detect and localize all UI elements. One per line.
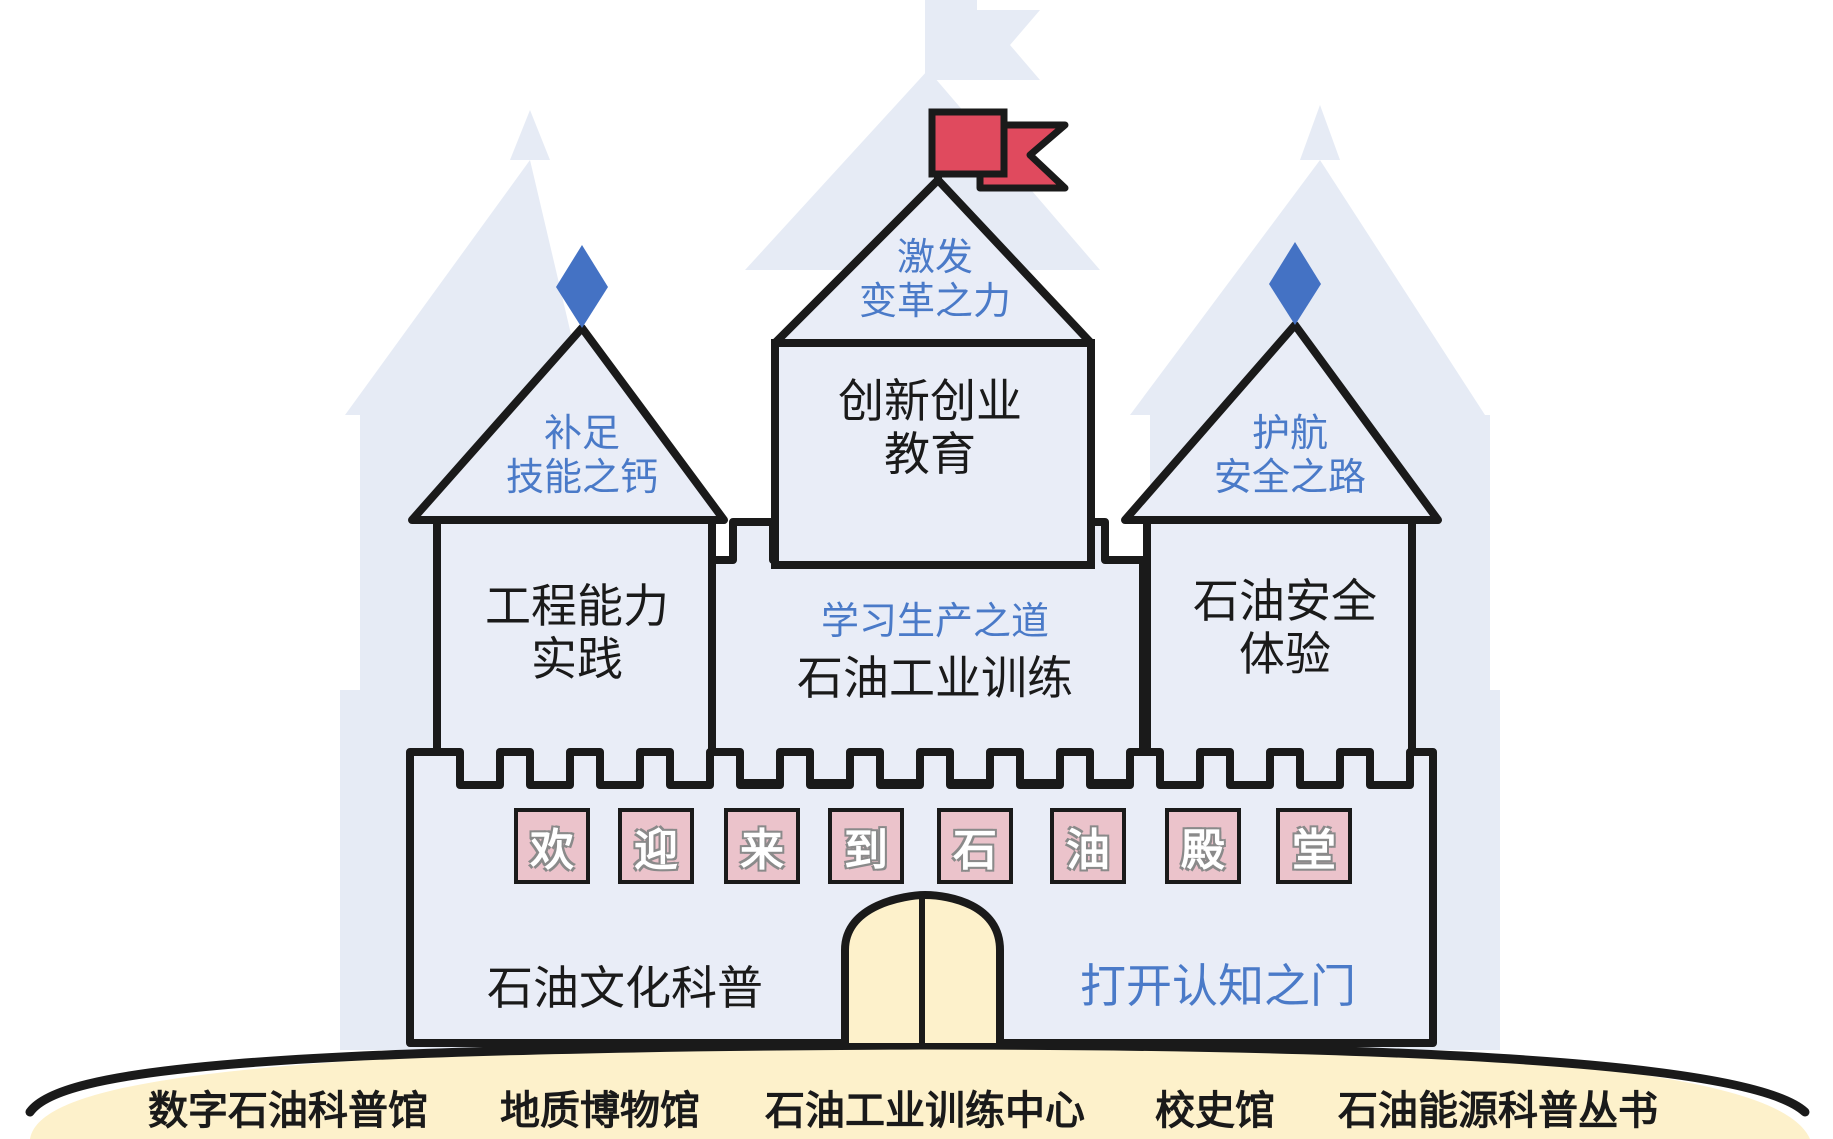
left-roof-line2: 技能之钙 bbox=[505, 454, 658, 499]
center-roof-line1: 激发 bbox=[896, 235, 973, 279]
welcome-tile: 到 bbox=[828, 808, 904, 884]
left-tower-line2: 实践 bbox=[531, 631, 623, 686]
center-roof-line2: 变革之力 bbox=[858, 278, 1011, 323]
right-roof-line2: 安全之路 bbox=[1213, 454, 1366, 499]
welcome-tile: 来 bbox=[724, 808, 800, 884]
foundation-item-history-museum: 校史馆 bbox=[1155, 1088, 1275, 1134]
welcome-tile: 石 bbox=[937, 808, 1013, 884]
right-tower-line2: 体验 bbox=[1239, 626, 1331, 681]
right-roof-label: 护航 安全之路 bbox=[1195, 411, 1385, 499]
middle-title: 石油工业训练 bbox=[797, 651, 1073, 705]
right-roof bbox=[1121, 321, 1442, 524]
welcome-tile: 殿 bbox=[1165, 808, 1241, 884]
foundation-item-training-center: 石油工业训练中心 bbox=[765, 1088, 1085, 1134]
welcome-tile: 油 bbox=[1050, 808, 1126, 884]
center-roof-label: 激发 变革之力 bbox=[840, 235, 1030, 323]
foundation-item-digital-museum: 数字石油科普馆 bbox=[148, 1088, 428, 1134]
top-tower-body bbox=[771, 339, 1095, 569]
top-box-line2: 教育 bbox=[884, 426, 976, 481]
left-roof bbox=[408, 324, 728, 524]
left-roof-line1: 补足 bbox=[543, 411, 620, 455]
top-box-line1: 创新创业 bbox=[838, 374, 1022, 428]
foundation-item-geology-museum: 地质博物馆 bbox=[500, 1088, 700, 1134]
left-tower-line1: 工程能力 bbox=[485, 579, 669, 633]
right-tower-label: 石油安全 体验 bbox=[1170, 575, 1400, 681]
welcome-tile: 迎 bbox=[618, 808, 694, 884]
flag-banner bbox=[928, 108, 1008, 178]
welcome-tile: 堂 bbox=[1276, 808, 1352, 884]
cognition-label: 打开认知之门 bbox=[1080, 959, 1356, 1013]
left-tower-label: 工程能力 实践 bbox=[462, 580, 692, 686]
ground-foundation bbox=[30, 1045, 1810, 1139]
welcome-tile: 欢 bbox=[514, 808, 590, 884]
right-diamond-icon bbox=[1269, 242, 1321, 325]
left-tower-body bbox=[433, 516, 716, 789]
foundation-item-book-series: 石油能源科普丛书 bbox=[1338, 1088, 1658, 1134]
left-diamond-icon bbox=[556, 245, 608, 328]
right-tower-line1: 石油安全 bbox=[1193, 574, 1377, 628]
top-box-label: 创新创业 教育 bbox=[800, 375, 1060, 481]
culture-label: 石油文化科普 bbox=[487, 961, 763, 1015]
left-roof-label: 补足 技能之钙 bbox=[487, 411, 677, 499]
middle-subtitle: 学习生产之道 bbox=[820, 599, 1049, 643]
right-roof-line1: 护航 bbox=[1251, 411, 1328, 455]
top-roof bbox=[771, 176, 1095, 347]
